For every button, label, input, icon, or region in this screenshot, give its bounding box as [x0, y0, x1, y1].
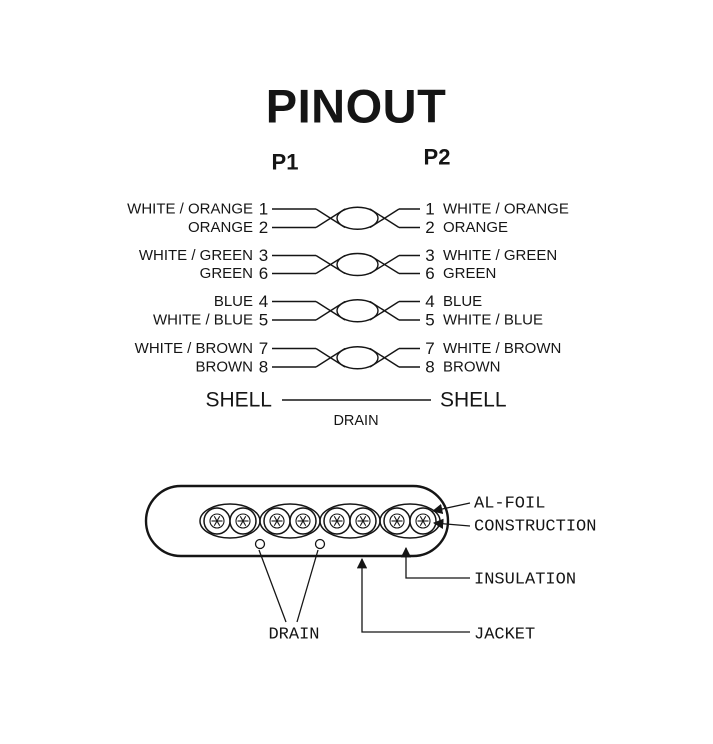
pair3-left-label-bottom: WHITE / BLUE [153, 312, 253, 329]
pair3-left-pin-top: 4 [259, 292, 268, 311]
conductor [409, 507, 437, 535]
pair1-right-pin-top: 1 [425, 200, 434, 219]
insulation-label: INSULATION [474, 571, 576, 590]
pair1-right-label-bottom: ORANGE [443, 219, 508, 236]
pair4-right-pin-top: 7 [425, 339, 434, 358]
pair1-left-label-top: WHITE / ORANGE [127, 201, 253, 218]
conductor [203, 507, 231, 535]
jacket-pointer [356, 557, 470, 633]
pair1-left-pin-bottom: 2 [259, 218, 268, 237]
pair3-left-label-top: BLUE [214, 293, 253, 310]
shell-row: SHELL SHELL DRAIN [205, 389, 506, 430]
twisted-pair-symbol [272, 299, 420, 323]
pair2-right-label-top: WHITE / GREEN [443, 247, 557, 264]
pair4-left-label-top: WHITE / BROWN [135, 340, 253, 357]
column-header-p1: P1 [272, 150, 299, 175]
pair3-right-label-bottom: WHITE / BLUE [443, 312, 543, 329]
al-foil-pointer [431, 502, 471, 515]
pair3-left-pin-bottom: 5 [259, 311, 268, 330]
drain-pointer-right [296, 549, 319, 623]
shell-right-label: SHELL [440, 389, 507, 412]
pair2-left-pin-bottom: 6 [259, 264, 268, 283]
pair-row-3: BLUE 4 WHITE / BLUE 5 4 BLUE 5 WHITE / B… [153, 292, 543, 330]
pair4-left-label-bottom: BROWN [196, 359, 254, 376]
pair-row-4: WHITE / BROWN 7 BROWN 8 7 WHITE / BROWN … [135, 339, 562, 377]
conductor [349, 507, 377, 535]
al-foil-label: AL-FOIL [474, 495, 545, 514]
conductor [323, 507, 351, 535]
twisted-pair-symbol [272, 206, 420, 230]
cable-cross-section: AL-FOIL CONSTRUCTION INSULATION JACKET D… [144, 484, 596, 645]
pair2-left-label-bottom: GREEN [200, 265, 253, 282]
conductor [289, 507, 317, 535]
pair1-left-label-bottom: ORANGE [188, 219, 253, 236]
conductor [229, 507, 257, 535]
conductor [263, 507, 291, 535]
shell-drain-label: DRAIN [333, 413, 378, 429]
pair4-left-pin-bottom: 8 [259, 358, 268, 377]
pair1-left-pin-top: 1 [259, 200, 268, 219]
pair3-right-pin-top: 4 [425, 292, 434, 311]
pair-row-2: WHITE / GREEN 3 GREEN 6 3 WHITE / GREEN … [139, 246, 557, 283]
pair3-right-label-top: BLUE [443, 293, 482, 310]
conductor [383, 507, 411, 535]
pair-row-1: WHITE / ORANGE 1 ORANGE 2 1 WHITE / ORAN… [127, 200, 569, 238]
page-title: PINOUT [266, 80, 447, 133]
shell-left-label: SHELL [205, 389, 272, 412]
insulation-pointer [400, 546, 470, 579]
pair3-right-pin-bottom: 5 [425, 311, 434, 330]
drain-pointer-left [258, 549, 287, 623]
pair4-right-label-top: WHITE / BROWN [443, 340, 561, 357]
column-header-p2: P2 [424, 145, 451, 170]
pair1-right-label-top: WHITE / ORANGE [443, 201, 569, 218]
pair2-right-pin-top: 3 [425, 246, 434, 265]
construction-pointer [432, 518, 471, 529]
pair2-left-label-top: WHITE / GREEN [139, 247, 253, 264]
pair4-right-label-bottom: BROWN [443, 359, 501, 376]
pair4-right-pin-bottom: 8 [425, 358, 434, 377]
jacket-label: JACKET [474, 626, 535, 645]
drain-wire [254, 538, 266, 550]
drain-label: DRAIN [268, 626, 319, 645]
pair1-right-pin-bottom: 2 [425, 218, 434, 237]
pair2-right-pin-bottom: 6 [425, 264, 434, 283]
twisted-pair-symbol [272, 346, 420, 370]
pair4-left-pin-top: 7 [259, 339, 268, 358]
pair2-right-label-bottom: GREEN [443, 265, 496, 282]
twisted-pair-symbol [272, 252, 420, 277]
pair2-left-pin-top: 3 [259, 246, 268, 265]
construction-label: CONSTRUCTION [474, 518, 596, 537]
drain-wire [314, 538, 326, 550]
